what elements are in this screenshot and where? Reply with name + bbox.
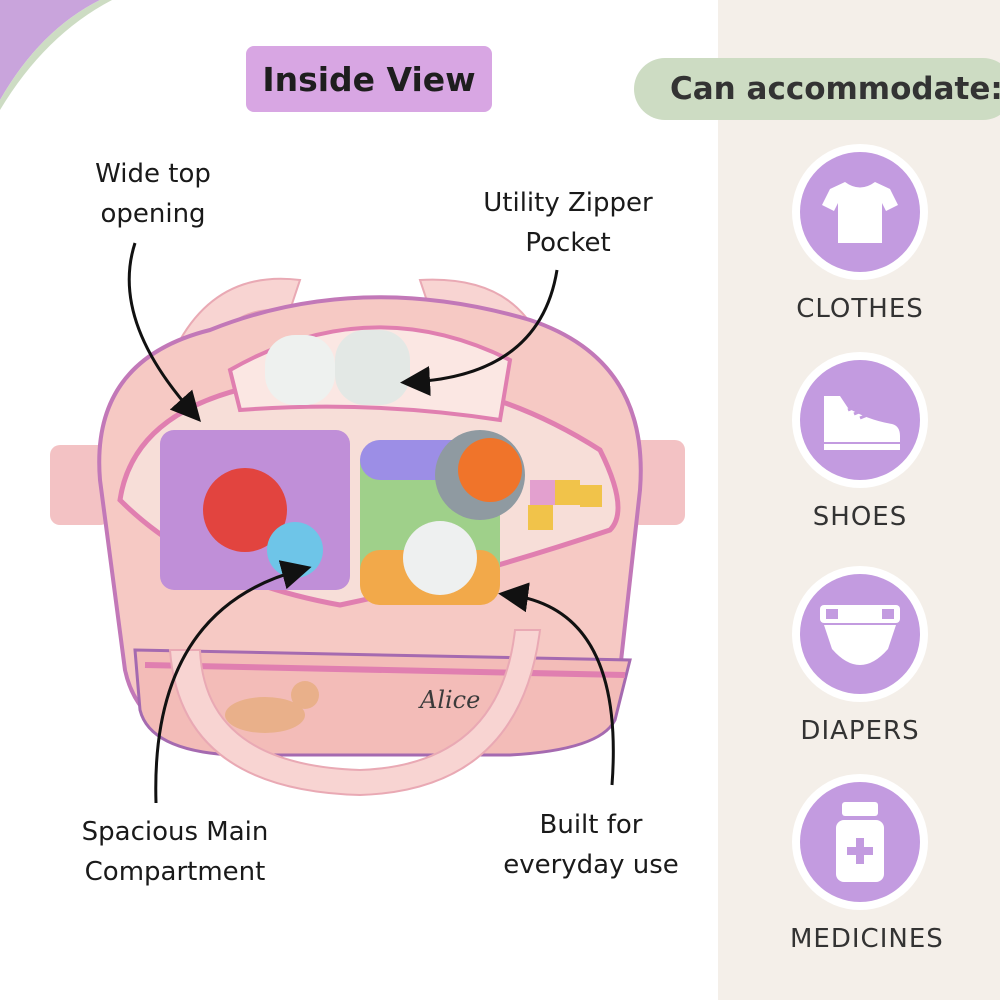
callout-spacious-main-compartment: Spacious Main Compartment (81, 817, 269, 887)
callout-wide-top-opening: Wide top opening (95, 159, 211, 229)
item-medicines: MEDICINES (790, 774, 943, 954)
diaper-icon (820, 605, 900, 665)
bag-name-tag: Alice (418, 686, 480, 714)
item-diapers: DIAPERS (790, 566, 930, 746)
medicine-bottle-icon (836, 802, 884, 882)
tshirt-icon (822, 182, 898, 243)
corner-swoosh-decoration (0, 0, 112, 110)
item-clothes: CLOTHES (790, 144, 930, 324)
inside-view-title: Inside View (246, 46, 492, 112)
shoe-icon (824, 396, 900, 450)
callout-built-for-everyday-use: Built for everyday use (503, 810, 679, 880)
callout-utility-zipper-pocket: Utility Zipper Pocket (483, 188, 653, 258)
diaper-bag-illustration: Alice (50, 277, 685, 797)
item-shoes: SHOES (790, 352, 930, 532)
can-accommodate-title: Can accommodate: (634, 58, 1000, 120)
